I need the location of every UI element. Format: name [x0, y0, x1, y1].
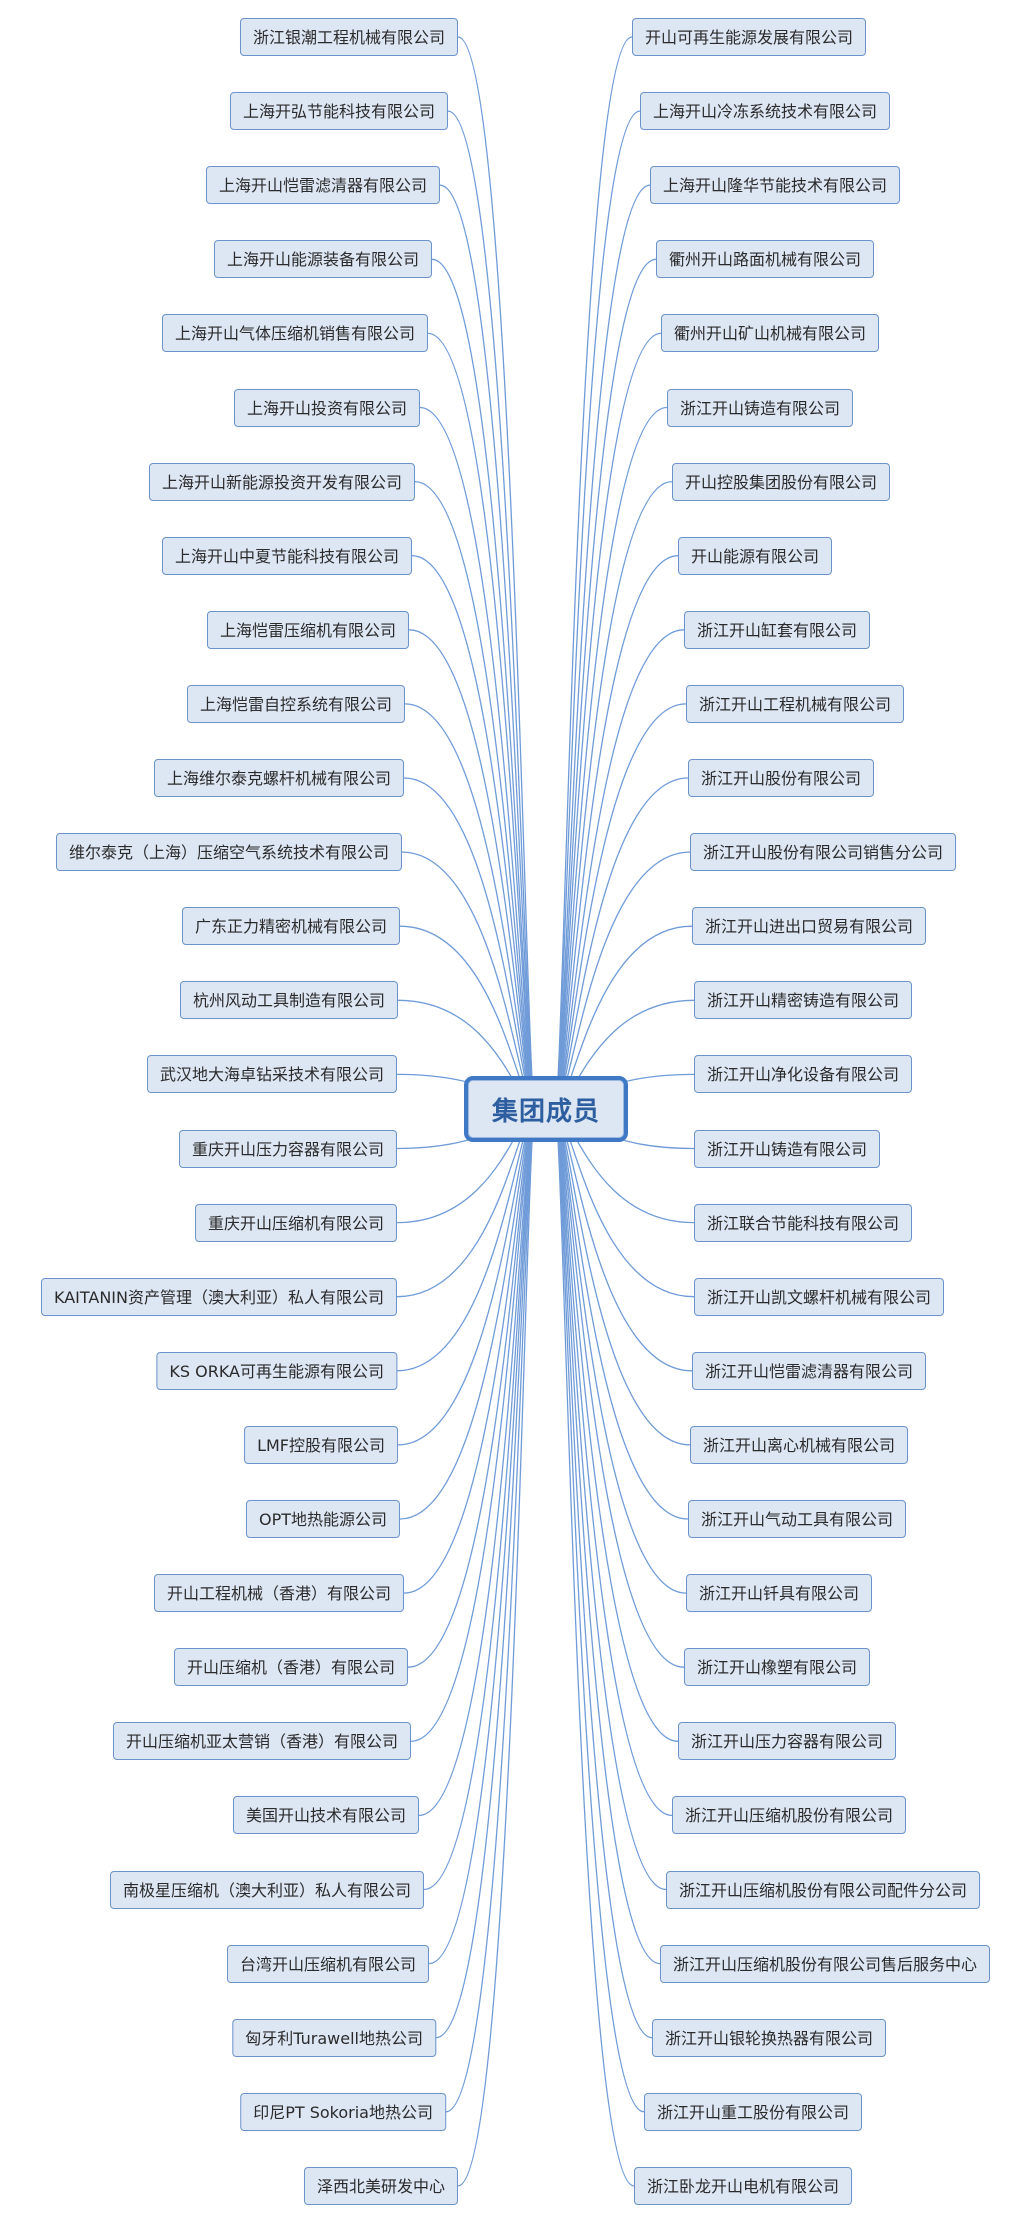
member-node-left[interactable]: 武汉地大海卓钻采技术有限公司	[146, 1055, 397, 1094]
member-node-left[interactable]: 重庆开山压缩机有限公司	[194, 1203, 397, 1242]
member-node-left[interactable]: 美国开山技术有限公司	[232, 1796, 419, 1835]
member-node-right[interactable]: 浙江联合节能科技有限公司	[694, 1203, 913, 1242]
connector-line-left	[427, 332, 536, 1111]
connector-line-left	[419, 406, 536, 1111]
member-node-right[interactable]: 衢州开山路面机械有限公司	[656, 240, 875, 279]
member-node-right[interactable]: 浙江开山银轮换热器有限公司	[652, 2018, 887, 2057]
member-node-right[interactable]: 浙江开山净化设备有限公司	[694, 1055, 913, 1094]
connector-line-right	[554, 406, 668, 1111]
member-node-right[interactable]: 浙江开山铸造有限公司	[667, 388, 854, 427]
member-node-right[interactable]: 浙江开山恺雷滤清器有限公司	[692, 1351, 927, 1390]
member-node-right[interactable]: 浙江开山重工股份有限公司	[644, 2092, 863, 2131]
member-node-right[interactable]: 浙江开山工程机械有限公司	[686, 684, 905, 723]
member-node-right[interactable]: 上海开山冷冻系统技术有限公司	[640, 92, 891, 131]
connector-line-left	[445, 1109, 536, 2113]
member-node-right[interactable]: 浙江开山股份有限公司	[688, 759, 875, 797]
connector-line-right	[554, 1109, 653, 2039]
member-node-left[interactable]: 台湾开山压缩机有限公司	[226, 1944, 429, 1983]
connector-line-right	[554, 480, 673, 1111]
member-node-left[interactable]: 印尼PT Sokoria地热公司	[240, 2092, 446, 2131]
member-node-left[interactable]: 上海开山气体压缩机销售有限公司	[161, 314, 428, 353]
member-node-right[interactable]: 浙江开山铸造有限公司	[694, 1129, 881, 1168]
member-node-left[interactable]: 浙江银潮工程机械有限公司	[239, 18, 458, 56]
member-node-right[interactable]: 浙江开山压缩机股份有限公司售后服务中心	[660, 1944, 991, 1983]
member-node-left[interactable]: 上海恺雷压缩机有限公司	[206, 610, 409, 649]
connector-line-right	[554, 1109, 673, 1817]
member-node-left[interactable]: 上海开弘节能科技有限公司	[229, 92, 448, 131]
member-node-right[interactable]: 浙江开山进出口贸易有限公司	[692, 907, 927, 946]
member-node-left[interactable]: 上海维尔泰克螺杆机械有限公司	[153, 759, 404, 797]
member-node-right[interactable]: 浙江开山凯文螺杆机械有限公司	[694, 1277, 945, 1316]
member-node-left[interactable]: 开山压缩机亚太营销（香港）有限公司	[112, 1722, 411, 1761]
member-node-right[interactable]: 浙江开山压缩机股份有限公司	[672, 1796, 907, 1835]
connector-line-left	[457, 36, 536, 1111]
member-node-right[interactable]: 衢州开山矿山机械有限公司	[661, 314, 880, 353]
member-node-right[interactable]: 开山可再生能源发展有限公司	[632, 18, 867, 56]
member-node-left[interactable]: LMF控股有限公司	[244, 1425, 398, 1464]
member-node-right[interactable]: 浙江开山精密铸造有限公司	[694, 981, 913, 1020]
member-node-left[interactable]: 杭州风动工具制造有限公司	[179, 981, 398, 1020]
member-node-right[interactable]: 浙江开山橡塑有限公司	[684, 1648, 871, 1687]
connector-line-left	[414, 480, 536, 1111]
member-node-right[interactable]: 浙江开山压缩机股份有限公司配件分公司	[666, 1870, 981, 1909]
member-node-left[interactable]: 南极星压缩机（澳大利亚）私人有限公司	[109, 1870, 424, 1909]
member-node-right[interactable]: 开山控股集团股份有限公司	[672, 462, 891, 501]
member-node-right[interactable]: 开山能源有限公司	[678, 536, 833, 575]
connector-line-right	[554, 1109, 661, 1965]
connector-line-right	[554, 777, 689, 1111]
member-node-left[interactable]: 上海开山新能源投资开发有限公司	[148, 462, 415, 501]
connector-line-left	[457, 1109, 536, 2187]
connector-line-left	[435, 1109, 536, 2039]
member-node-left[interactable]: KAITANIN资产管理（澳大利亚）私人有限公司	[40, 1277, 397, 1316]
member-node-left[interactable]: 上海开山投资有限公司	[233, 388, 420, 427]
member-node-left[interactable]: KS ORKA可再生能源有限公司	[156, 1351, 397, 1390]
member-node-left[interactable]: 开山工程机械（香港）有限公司	[153, 1574, 404, 1613]
member-node-right[interactable]: 上海开山隆华节能技术有限公司	[650, 166, 901, 205]
member-node-left[interactable]: 匈牙利Turawell地热公司	[232, 2018, 436, 2057]
member-node-left[interactable]: 广东正力精密机械有限公司	[181, 907, 400, 946]
member-node-left[interactable]: 上海开山恺雷滤清器有限公司	[205, 166, 440, 205]
center-node[interactable]: 集团成员	[464, 1076, 628, 1142]
member-node-right[interactable]: 浙江开山股份有限公司销售分公司	[690, 833, 957, 872]
member-node-left[interactable]: 泽西北美研发中心	[303, 2166, 458, 2205]
member-node-left[interactable]: 上海开山能源装备有限公司	[213, 240, 432, 279]
member-node-right[interactable]: 浙江开山钎具有限公司	[686, 1574, 873, 1613]
connector-line-right	[554, 332, 662, 1111]
member-node-left[interactable]: 维尔泰克（上海）压缩空气系统技术有限公司	[55, 833, 402, 872]
member-node-right[interactable]: 浙江开山气动工具有限公司	[688, 1500, 907, 1538]
member-node-right[interactable]: 浙江开山缸套有限公司	[684, 610, 871, 649]
connector-line-right	[554, 1109, 635, 2187]
member-node-left[interactable]: 重庆开山压力容器有限公司	[178, 1129, 397, 1168]
member-node-right[interactable]: 浙江卧龙开山电机有限公司	[634, 2166, 853, 2205]
member-node-left[interactable]: 上海开山中夏节能科技有限公司	[161, 536, 412, 575]
member-node-right[interactable]: 浙江开山压力容器有限公司	[678, 1722, 897, 1761]
connector-line-right	[554, 1109, 645, 2113]
connector-line-right	[554, 1109, 679, 1742]
member-node-left[interactable]: 上海恺雷自控系统有限公司	[186, 684, 405, 723]
member-node-left[interactable]: 开山压缩机（香港）有限公司	[173, 1648, 408, 1687]
center-node-label: 集团成员	[491, 1096, 600, 1127]
member-node-right[interactable]: 浙江开山离心机械有限公司	[690, 1425, 909, 1464]
connector-line-left	[410, 1109, 536, 1742]
member-node-left[interactable]: OPT地热能源公司	[245, 1500, 400, 1538]
